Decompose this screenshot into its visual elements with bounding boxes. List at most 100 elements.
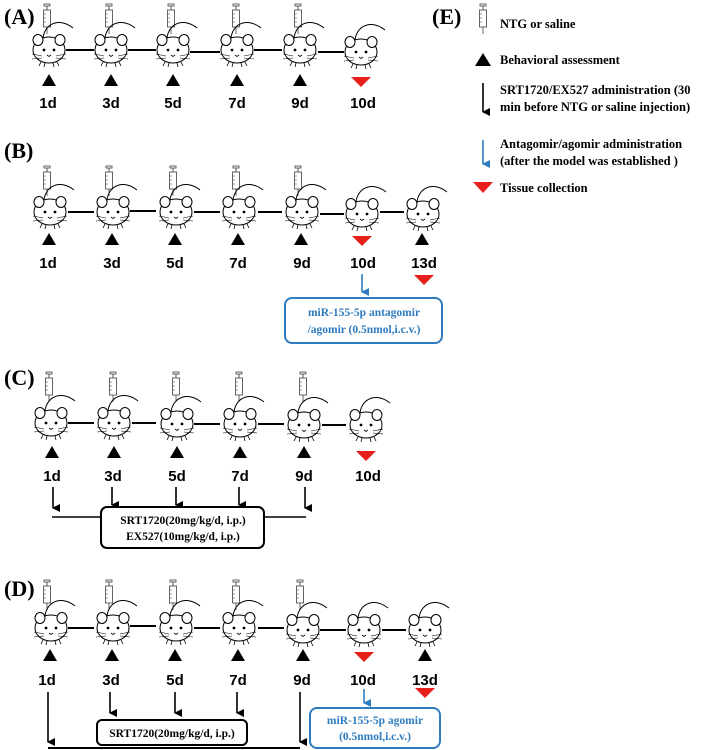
day-label: 5d xyxy=(166,672,184,689)
panel-c: (C) 1d 3d 5d 7d 9d 10d xyxy=(4,365,391,549)
legend-item-collection: Tissue collection xyxy=(500,181,588,195)
panel-b: (B) 1d 3d 5d 7d 9d 10d 13 xyxy=(4,138,448,344)
mouse-icon xyxy=(285,602,328,648)
assessment-marker xyxy=(107,446,121,458)
mouse-icon xyxy=(219,22,262,68)
assessment-marker xyxy=(233,446,247,458)
srt-ex527-box xyxy=(100,506,265,549)
day-label: 1d xyxy=(39,255,57,272)
mouse-icon xyxy=(221,184,264,230)
panel-b-label: (B) xyxy=(4,138,33,163)
legend-item-agomir-line1: Antagomir/agomir administration xyxy=(500,137,682,151)
mouse-icon xyxy=(31,22,74,68)
day-label: 7d xyxy=(229,672,247,689)
mouse-icon xyxy=(344,186,387,232)
red-triangle-down-icon xyxy=(473,182,493,193)
legend-label: (E) xyxy=(432,4,461,29)
day-label: 10d xyxy=(350,672,376,689)
agomir-box xyxy=(309,707,441,749)
day-label: 10d xyxy=(350,95,376,112)
assessment-marker xyxy=(42,233,56,245)
srt1720-box xyxy=(96,719,248,746)
mouse-icon xyxy=(33,600,76,646)
day-label: 13d xyxy=(412,672,438,689)
assessment-marker xyxy=(296,649,310,661)
syringe-icon xyxy=(299,371,307,403)
syringe-icon xyxy=(43,3,51,35)
srt-ex527-box-line2: EX527(10mg/kg/d, i.p.) xyxy=(126,531,240,543)
day-label: 3d xyxy=(102,95,120,112)
collection-marker xyxy=(356,451,376,461)
mouse-icon xyxy=(405,186,448,232)
panel-d: (D) 1d 3d 5d 7d 9d 10d 13 xyxy=(4,576,450,749)
panel-d-timeline-line xyxy=(68,625,406,631)
syringe-icon xyxy=(232,579,240,611)
mouse-icon xyxy=(32,184,75,230)
mouse-icon xyxy=(282,22,325,68)
mouse-icon xyxy=(348,397,391,443)
syringe-icon xyxy=(172,371,180,403)
antagomir-box xyxy=(284,297,443,344)
day-label: 10d xyxy=(350,255,376,272)
drug-arrows xyxy=(52,487,312,518)
day-label: 13d xyxy=(411,255,437,272)
day-label: 1d xyxy=(39,95,57,112)
assessment-marker xyxy=(104,74,118,86)
day-label: 5d xyxy=(168,468,186,485)
syringe-icon xyxy=(479,3,487,35)
syringe-icon xyxy=(45,371,53,403)
mouse-icon xyxy=(222,396,265,442)
day-label: 9d xyxy=(295,468,313,485)
assessment-marker xyxy=(415,233,429,245)
day-label: 3d xyxy=(104,468,122,485)
syringe-icon xyxy=(167,3,175,35)
panel-a-timeline-line xyxy=(66,49,344,53)
day-label: 1d xyxy=(38,672,56,689)
assessment-marker xyxy=(168,233,182,245)
mouse-icon xyxy=(33,395,76,441)
legend-item-assessment: Behavioral assessment xyxy=(500,53,621,67)
mouse-icon xyxy=(221,600,264,646)
collection-marker xyxy=(414,275,434,285)
day-label: 7d xyxy=(229,255,247,272)
collection-marker xyxy=(354,652,374,662)
assessment-marker xyxy=(45,446,59,458)
day-label: 7d xyxy=(231,468,249,485)
collection-marker xyxy=(352,236,372,246)
agomir-box-line2: (0.5nmol,i.c.v.) xyxy=(339,731,411,743)
legend-item-drug-line1: SRT1720/EX527 administration (30 xyxy=(500,83,691,97)
mouse-icon xyxy=(346,602,389,648)
panel-c-timeline-line xyxy=(68,422,346,426)
syringe-icon xyxy=(105,3,113,35)
syringe-icon xyxy=(105,165,113,197)
syringe-icon xyxy=(296,579,304,611)
legend-item-injection: NTG or saline xyxy=(500,17,576,31)
panel-b-timeline-line xyxy=(68,210,404,215)
mouse-icon xyxy=(284,184,327,230)
legend-item-drug-line2: min before NTG or saline injection) xyxy=(500,100,690,114)
day-label: 1d xyxy=(43,468,61,485)
assessment-marker xyxy=(230,74,244,86)
mouse-icon xyxy=(95,600,138,646)
assessment-marker xyxy=(231,233,245,245)
assessment-marker xyxy=(168,649,182,661)
day-label: 3d xyxy=(103,255,121,272)
assessment-marker xyxy=(294,233,308,245)
srt-ex527-box-line1: SRT1720(20mg/kg/d, i.p.) xyxy=(120,515,246,527)
mouse-icon xyxy=(96,395,139,441)
assessment-marker xyxy=(166,74,180,86)
srt1720-box-text: SRT1720(20mg/kg/d, i.p.) xyxy=(109,728,235,740)
collection-marker xyxy=(351,77,371,87)
mouse-icon xyxy=(407,602,450,648)
collection-marker xyxy=(415,688,435,698)
day-label: 5d xyxy=(164,95,182,112)
mouse-icon xyxy=(158,600,201,646)
assessment-marker xyxy=(418,649,432,661)
assessment-marker xyxy=(42,74,56,86)
mouse-icon xyxy=(158,184,201,230)
syringe-icon xyxy=(294,165,302,197)
mouse-icon xyxy=(95,184,138,230)
panel-c-label: (C) xyxy=(4,365,35,390)
assessment-marker xyxy=(297,446,311,458)
day-label: 3d xyxy=(102,672,120,689)
